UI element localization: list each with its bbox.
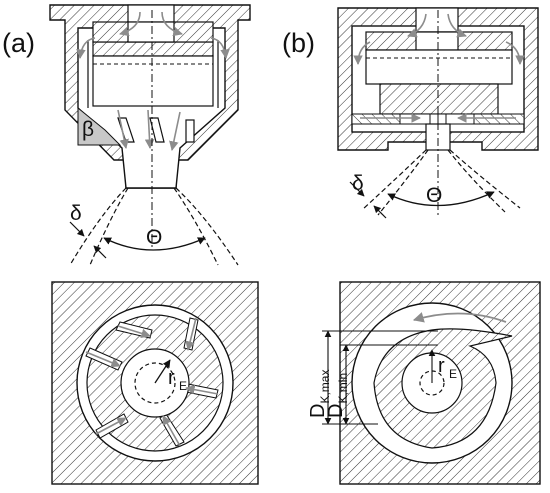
theta-arc-a [103,237,206,251]
insert-plate-a [92,41,214,57]
spray-cone-a [69,187,239,266]
spray-cone-b [361,149,521,216]
theta-label-a: Θ [146,226,162,249]
r-label-b: r [438,355,445,377]
panel-b-section: δ Θ [337,7,539,219]
panel-a-label: (a) [2,28,35,58]
insert-chamber-b [365,49,513,85]
panel-b-label: (b) [282,28,315,58]
r-sub-a: E [179,379,187,393]
theta-label-b: Θ [426,184,442,207]
r-label-a: r [168,367,175,389]
orifice-circle-a [134,362,176,404]
flow-arrows-b [353,13,525,123]
theta-arc-b [387,191,495,207]
inlet-slot-b [415,7,459,33]
panel-b-topview: DK,max DK,min r E [307,281,541,485]
d-min-label: DK,min [325,373,350,418]
panel-a-section: β δ Θ [49,4,251,266]
swirl-block-b [379,83,499,115]
d-max-label: DK,max [307,370,332,418]
r-sub-b: E [449,367,457,381]
spiral-arrow-b [412,312,507,323]
flow-arrows-a [76,11,230,151]
delta-label-a: δ [70,202,82,225]
delta-label-b: δ [352,172,364,195]
beta-label: β [82,118,94,141]
swirl-arrows-a [85,317,219,447]
panel-a-topview: r E [51,281,259,485]
dimension-lines-b [322,330,438,425]
